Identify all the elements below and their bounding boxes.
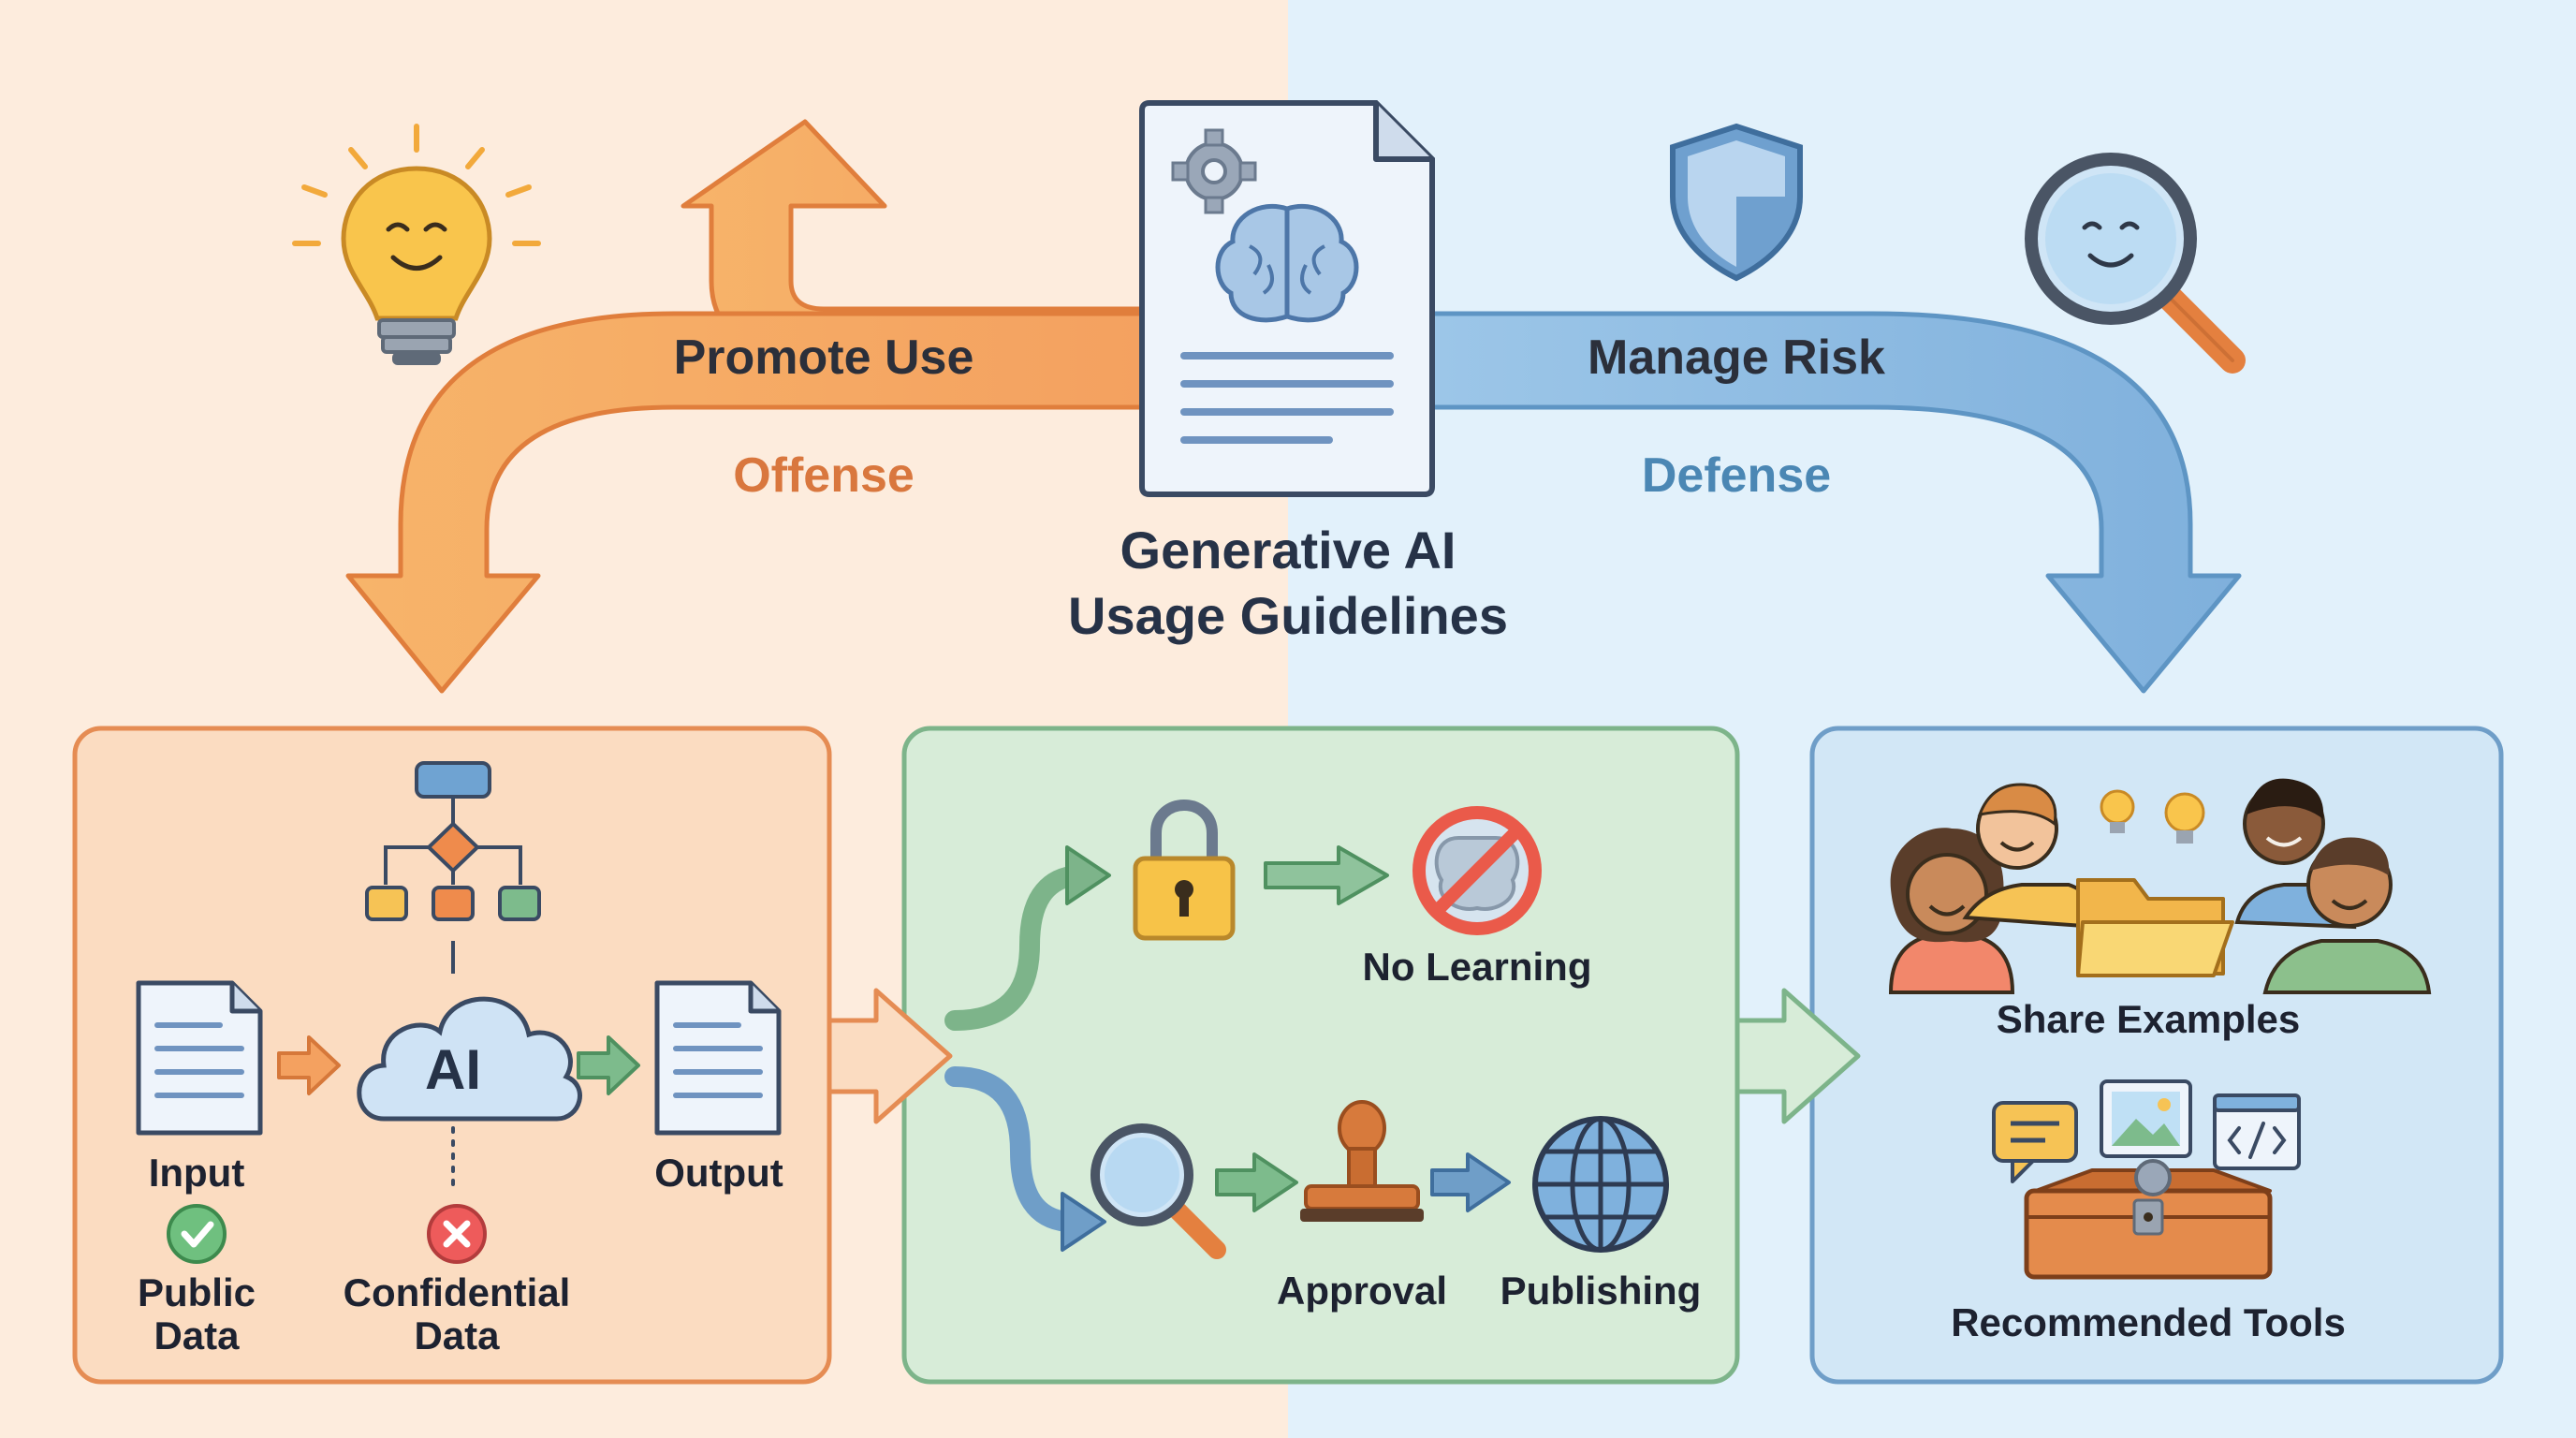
offense-title: Promote Use	[673, 330, 974, 385]
connector-arrow-2	[1734, 988, 1861, 1124]
toolbox-icon	[1992, 1079, 2301, 1280]
blue-curved-arrow	[944, 1066, 1106, 1252]
no-learning-icon	[1412, 806, 1542, 935]
input-document-icon	[136, 980, 263, 1136]
public-data-label-line-1: Public	[137, 1270, 256, 1314]
output-label: Output	[654, 1151, 783, 1195]
offense-subtitle: Offense	[733, 448, 915, 503]
arrow-input-to-ai	[277, 1035, 341, 1095]
green-curved-arrow	[944, 845, 1111, 1031]
check-icon	[167, 1204, 227, 1264]
arrow-lock-to-nolearning	[1264, 845, 1389, 905]
process-magnifier-icon	[1090, 1123, 1226, 1259]
cloud-icon	[357, 996, 582, 1122]
brain-icon	[1215, 203, 1359, 323]
panel-share	[1809, 726, 2504, 1385]
stamp-icon	[1300, 1100, 1424, 1222]
lightbulb-icon	[292, 124, 541, 365]
public-data-label-line-2: Data	[154, 1313, 240, 1357]
page-title-line-2: Usage Guidelines	[1068, 586, 1508, 645]
confidential-data-label-line-1: Confidential	[343, 1270, 571, 1314]
offense-arrow	[345, 119, 1145, 694]
defense-arrow	[1429, 311, 2242, 694]
magnifier-icon	[2025, 153, 2246, 374]
arrow-approval-to-publishing	[1430, 1152, 1511, 1212]
approval-label: Approval	[1276, 1269, 1448, 1313]
gear-icon	[1171, 128, 1257, 214]
recommended-tools-label: Recommended Tools	[1951, 1300, 2346, 1344]
defense-title: Manage Risk	[1588, 330, 1885, 385]
cross-icon	[427, 1204, 487, 1264]
output-document-icon	[654, 980, 782, 1136]
no-learning-label: No Learning	[1362, 945, 1592, 989]
lock-icon	[1133, 800, 1236, 941]
connector-arrow-1	[827, 988, 953, 1124]
page-title-line-1: Generative AI	[1120, 521, 1456, 580]
defense-subtitle: Defense	[1641, 448, 1832, 503]
flowchart-icon	[365, 761, 541, 974]
arrow-ai-to-output	[577, 1035, 640, 1095]
globe-icon	[1532, 1116, 1669, 1253]
confidential-data-label-line-2: Data	[414, 1313, 500, 1357]
ai-label: AI	[425, 1038, 481, 1101]
arrow-magnifier-to-approval	[1215, 1152, 1298, 1212]
people-icon	[1888, 778, 2432, 994]
publishing-label: Publishing	[1500, 1269, 1702, 1313]
input-label: Input	[148, 1151, 245, 1195]
share-examples-label: Share Examples	[1996, 997, 2301, 1041]
shield-icon	[1670, 123, 1803, 282]
